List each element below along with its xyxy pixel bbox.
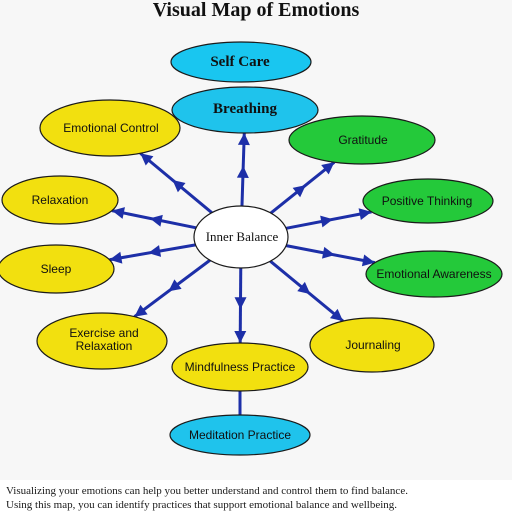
- node-label-gratitude: Gratitude: [296, 129, 430, 151]
- node-label-mindfulness: Mindfulness Practice: [176, 356, 304, 378]
- arrowhead-bottom-inner-0: [235, 297, 247, 309]
- node-label-meditation: Meditation Practice: [176, 424, 304, 446]
- node-label-sleep: Sleep: [6, 258, 106, 280]
- arrowhead-left-2-0: [150, 215, 163, 227]
- node-label-emotional-awareness: Emotional Awareness: [368, 262, 500, 286]
- arrowhead-bottom-inner-1: [234, 331, 246, 343]
- caption-line-1: Visualizing your emotions can help you b…: [6, 484, 506, 498]
- arrowhead-right-3-0: [322, 247, 335, 259]
- node-label-emotional-control: Emotional Control: [50, 111, 172, 145]
- node-label-breathing: Breathing: [185, 99, 305, 119]
- arrowhead-top-inner-0: [237, 166, 249, 178]
- caption: Visualizing your emotions can help you b…: [0, 480, 512, 512]
- arrowhead-right-2-0: [320, 216, 333, 228]
- node-label-exercise-relaxation: Exercise and Relaxation: [44, 322, 164, 358]
- node-label-journaling: Journaling: [316, 328, 430, 362]
- arrowhead-left-3-0: [148, 245, 161, 257]
- page-title: Visual Map of Emotions: [0, 0, 512, 28]
- node-label-self-care: Self Care: [180, 52, 300, 72]
- center-node-label: Inner Balance: [198, 216, 286, 256]
- arrowhead-top-inner-1: [238, 133, 250, 145]
- node-label-relaxation: Relaxation: [10, 189, 110, 211]
- caption-line-2: Using this map, you can identify practic…: [6, 498, 506, 512]
- node-label-positive-thinking: Positive Thinking: [366, 190, 488, 212]
